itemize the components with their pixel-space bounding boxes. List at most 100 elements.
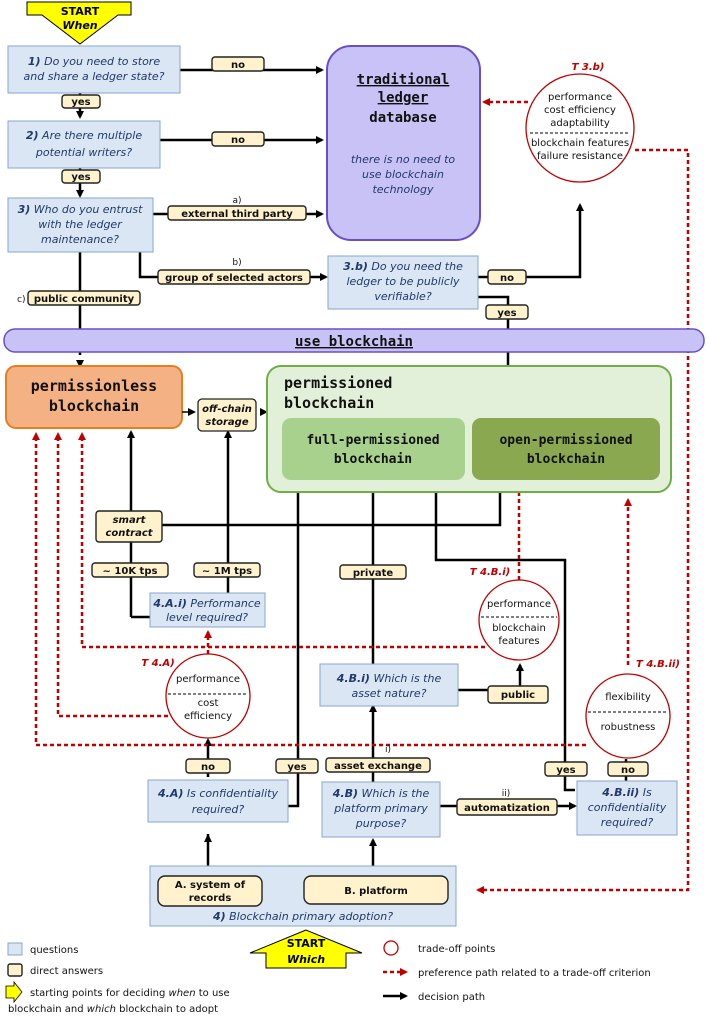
svg-text:4.A.i) Performance: 4.A.i) Performance <box>152 597 261 610</box>
legend-preference-path: preference path related to a trade-off c… <box>418 968 651 979</box>
answer-q1-no[interactable]: no <box>211 56 265 72</box>
q4ai-num: 4.A.i) <box>152 597 187 610</box>
off-chain-storage: off-chain storage <box>182 398 268 432</box>
question-4bii[interactable]: 4.B.ii) Is confidentiality required? <box>576 780 678 836</box>
legend-decision-path: decision path <box>418 992 485 1003</box>
svg-text:4) Blockchain primary adoption: 4) Blockchain primary adoption? <box>212 910 393 923</box>
q4b-num: 4.B) <box>332 787 358 800</box>
answer-public[interactable]: public <box>487 685 549 704</box>
traditional-desc3: technology <box>372 183 434 196</box>
q3-line1: Who do you entrust <box>34 203 143 216</box>
q4b-line3: purpose? <box>355 817 407 830</box>
tradeoff-t4bii: T 4.B.ii) flexibility robustness <box>585 659 680 759</box>
t3b-top3: adaptability <box>550 118 610 129</box>
question-4b[interactable]: 4.B) Which is the platform primary purpo… <box>321 781 441 838</box>
q1-line1: Do you need to store <box>44 55 160 68</box>
branch-ii-label: ii) <box>502 789 511 799</box>
open-permissioned-line2: blockchain <box>527 452 605 467</box>
permissionless-line1: permissionless <box>31 377 157 395</box>
offchain-line2: storage <box>205 417 248 428</box>
answer-1m-tps[interactable]: ~ 1M tps <box>193 562 261 578</box>
answer-q1-yes[interactable]: yes <box>61 94 101 109</box>
legend-start-arrow-icon <box>5 980 23 1004</box>
q4ai-line1: Performance <box>190 597 261 610</box>
t4bi-top: performance <box>487 599 551 610</box>
q1-line2: and share a ledger state? <box>24 70 165 83</box>
q4bi-line1: Which is the <box>373 672 441 685</box>
answer-q4bii-yes[interactable]: yes <box>544 761 588 777</box>
start-which-line1: START <box>287 937 326 950</box>
use-blockchain-label: use blockchain <box>295 334 413 350</box>
t4a-bot1: cost <box>198 698 219 709</box>
q3b-line2: ledger to be publicly <box>346 275 460 288</box>
legend: questions direct answers starting points… <box>5 940 651 1015</box>
legend-direct-answers: direct answers <box>30 966 103 977</box>
traditional-line2: ledger <box>378 90 429 106</box>
answer-10k-tps[interactable]: ~ 10K tps <box>91 562 169 578</box>
answer-q1-yes-label: yes <box>71 97 90 108</box>
q1-num: 1) <box>28 55 41 68</box>
answer-public-community-label: public community <box>34 294 135 305</box>
answer-q4a-no[interactable]: no <box>185 758 231 774</box>
open-permissioned-blockchain: open-permissioned blockchain <box>472 418 660 480</box>
answer-group-selected-actors[interactable]: group of selected actors <box>157 269 311 285</box>
q4bii-line1: Is <box>643 786 652 799</box>
q3-line2: with the ledger <box>38 218 123 231</box>
answer-private[interactable]: private <box>339 564 407 580</box>
tradeoff-t4a: T 4.A) performance cost efficiency <box>141 653 251 739</box>
legend-start-line1a: starting points for deciding <box>30 988 169 999</box>
answer-external-third-party[interactable]: external third party <box>167 205 307 221</box>
legend-start-which: which <box>87 1004 116 1015</box>
question-2[interactable]: 2) Are there multiple potential writers? <box>7 120 161 169</box>
question-3[interactable]: 3) Who do you entrust with the ledger ma… <box>7 197 154 253</box>
answer-smart-contract-line2: contract <box>105 528 153 539</box>
q2-line2: potential writers? <box>35 146 132 159</box>
answer-q2-yes[interactable]: yes <box>61 169 101 184</box>
q3-num: 3) <box>18 203 31 216</box>
svg-text:blockchain and which blockchai: blockchain and which blockchain to adopt <box>8 1004 218 1015</box>
t4bi-label: T 4.B.i) <box>470 567 510 578</box>
answer-q2-yes-label: yes <box>71 172 90 183</box>
answer-automatization[interactable]: automatization <box>456 798 558 816</box>
answer-smart-contract[interactable]: smart contract <box>95 510 163 543</box>
start-when-arrow: START When <box>26 1 132 45</box>
question-4a[interactable]: 4.A) Is confidentiality required? <box>147 779 289 823</box>
t3b-bot1: blockchain features <box>531 138 629 149</box>
answer-q3b-no-label: no <box>500 273 514 284</box>
question-3b[interactable]: 3.b) Do you need the ledger to be public… <box>327 255 479 310</box>
permissioned-line1: permissioned <box>284 374 392 392</box>
traditional-line3: database <box>369 110 436 126</box>
svg-text:4.B.ii) Is: 4.B.ii) Is <box>601 786 652 799</box>
answer-q4a-yes[interactable]: yes <box>275 758 319 774</box>
answer-q4a-no-label: no <box>201 762 215 773</box>
question-4bi[interactable]: 4.B.i) Which is the asset nature? <box>319 663 459 707</box>
full-permissioned-line2: blockchain <box>334 452 412 467</box>
answer-q3b-yes[interactable]: yes <box>485 304 529 320</box>
svg-text:starting points for deciding w: starting points for deciding when to use <box>30 988 230 999</box>
full-permissioned-blockchain: full-permissioned blockchain <box>282 418 465 480</box>
q4b-line1: Which is the <box>361 787 429 800</box>
q3-line3: maintenance? <box>41 233 119 246</box>
t4a-bot2: efficiency <box>184 711 232 722</box>
start-when-line1: START <box>61 5 100 18</box>
q3b-line3: verifiable? <box>374 290 432 303</box>
traditional-desc2: use blockchain <box>362 168 444 181</box>
svg-text:2) Are there multiple: 2) Are there multiple <box>26 129 142 142</box>
answer-automatization-label: automatization <box>464 803 550 814</box>
question-1[interactable]: 1) Do you need to store and share a ledg… <box>7 45 181 94</box>
legend-start-line2a: blockchain and <box>8 1004 87 1015</box>
svg-text:3) Who do you entrust: 3) Who do you entrust <box>18 203 143 216</box>
answer-q4bii-no[interactable]: no <box>607 761 649 777</box>
answer-platform[interactable]: B. platform <box>303 875 449 905</box>
t4a-top: performance <box>176 674 240 685</box>
answer-public-community[interactable]: public community <box>27 290 141 306</box>
question-4ai[interactable]: 4.A.i) Performance level required? <box>149 592 266 628</box>
answer-system-of-records[interactable]: A. system of records <box>157 875 263 907</box>
legend-answer-swatch <box>7 963 23 977</box>
t4a-label: T 4.A) <box>141 658 174 669</box>
answer-q2-no[interactable]: no <box>211 131 265 147</box>
answer-asset-exchange[interactable]: asset exchange <box>325 757 431 773</box>
q4-num: 4) <box>212 910 226 923</box>
answer-q3b-no[interactable]: no <box>487 269 527 285</box>
answer-asset-exchange-label: asset exchange <box>334 761 422 772</box>
